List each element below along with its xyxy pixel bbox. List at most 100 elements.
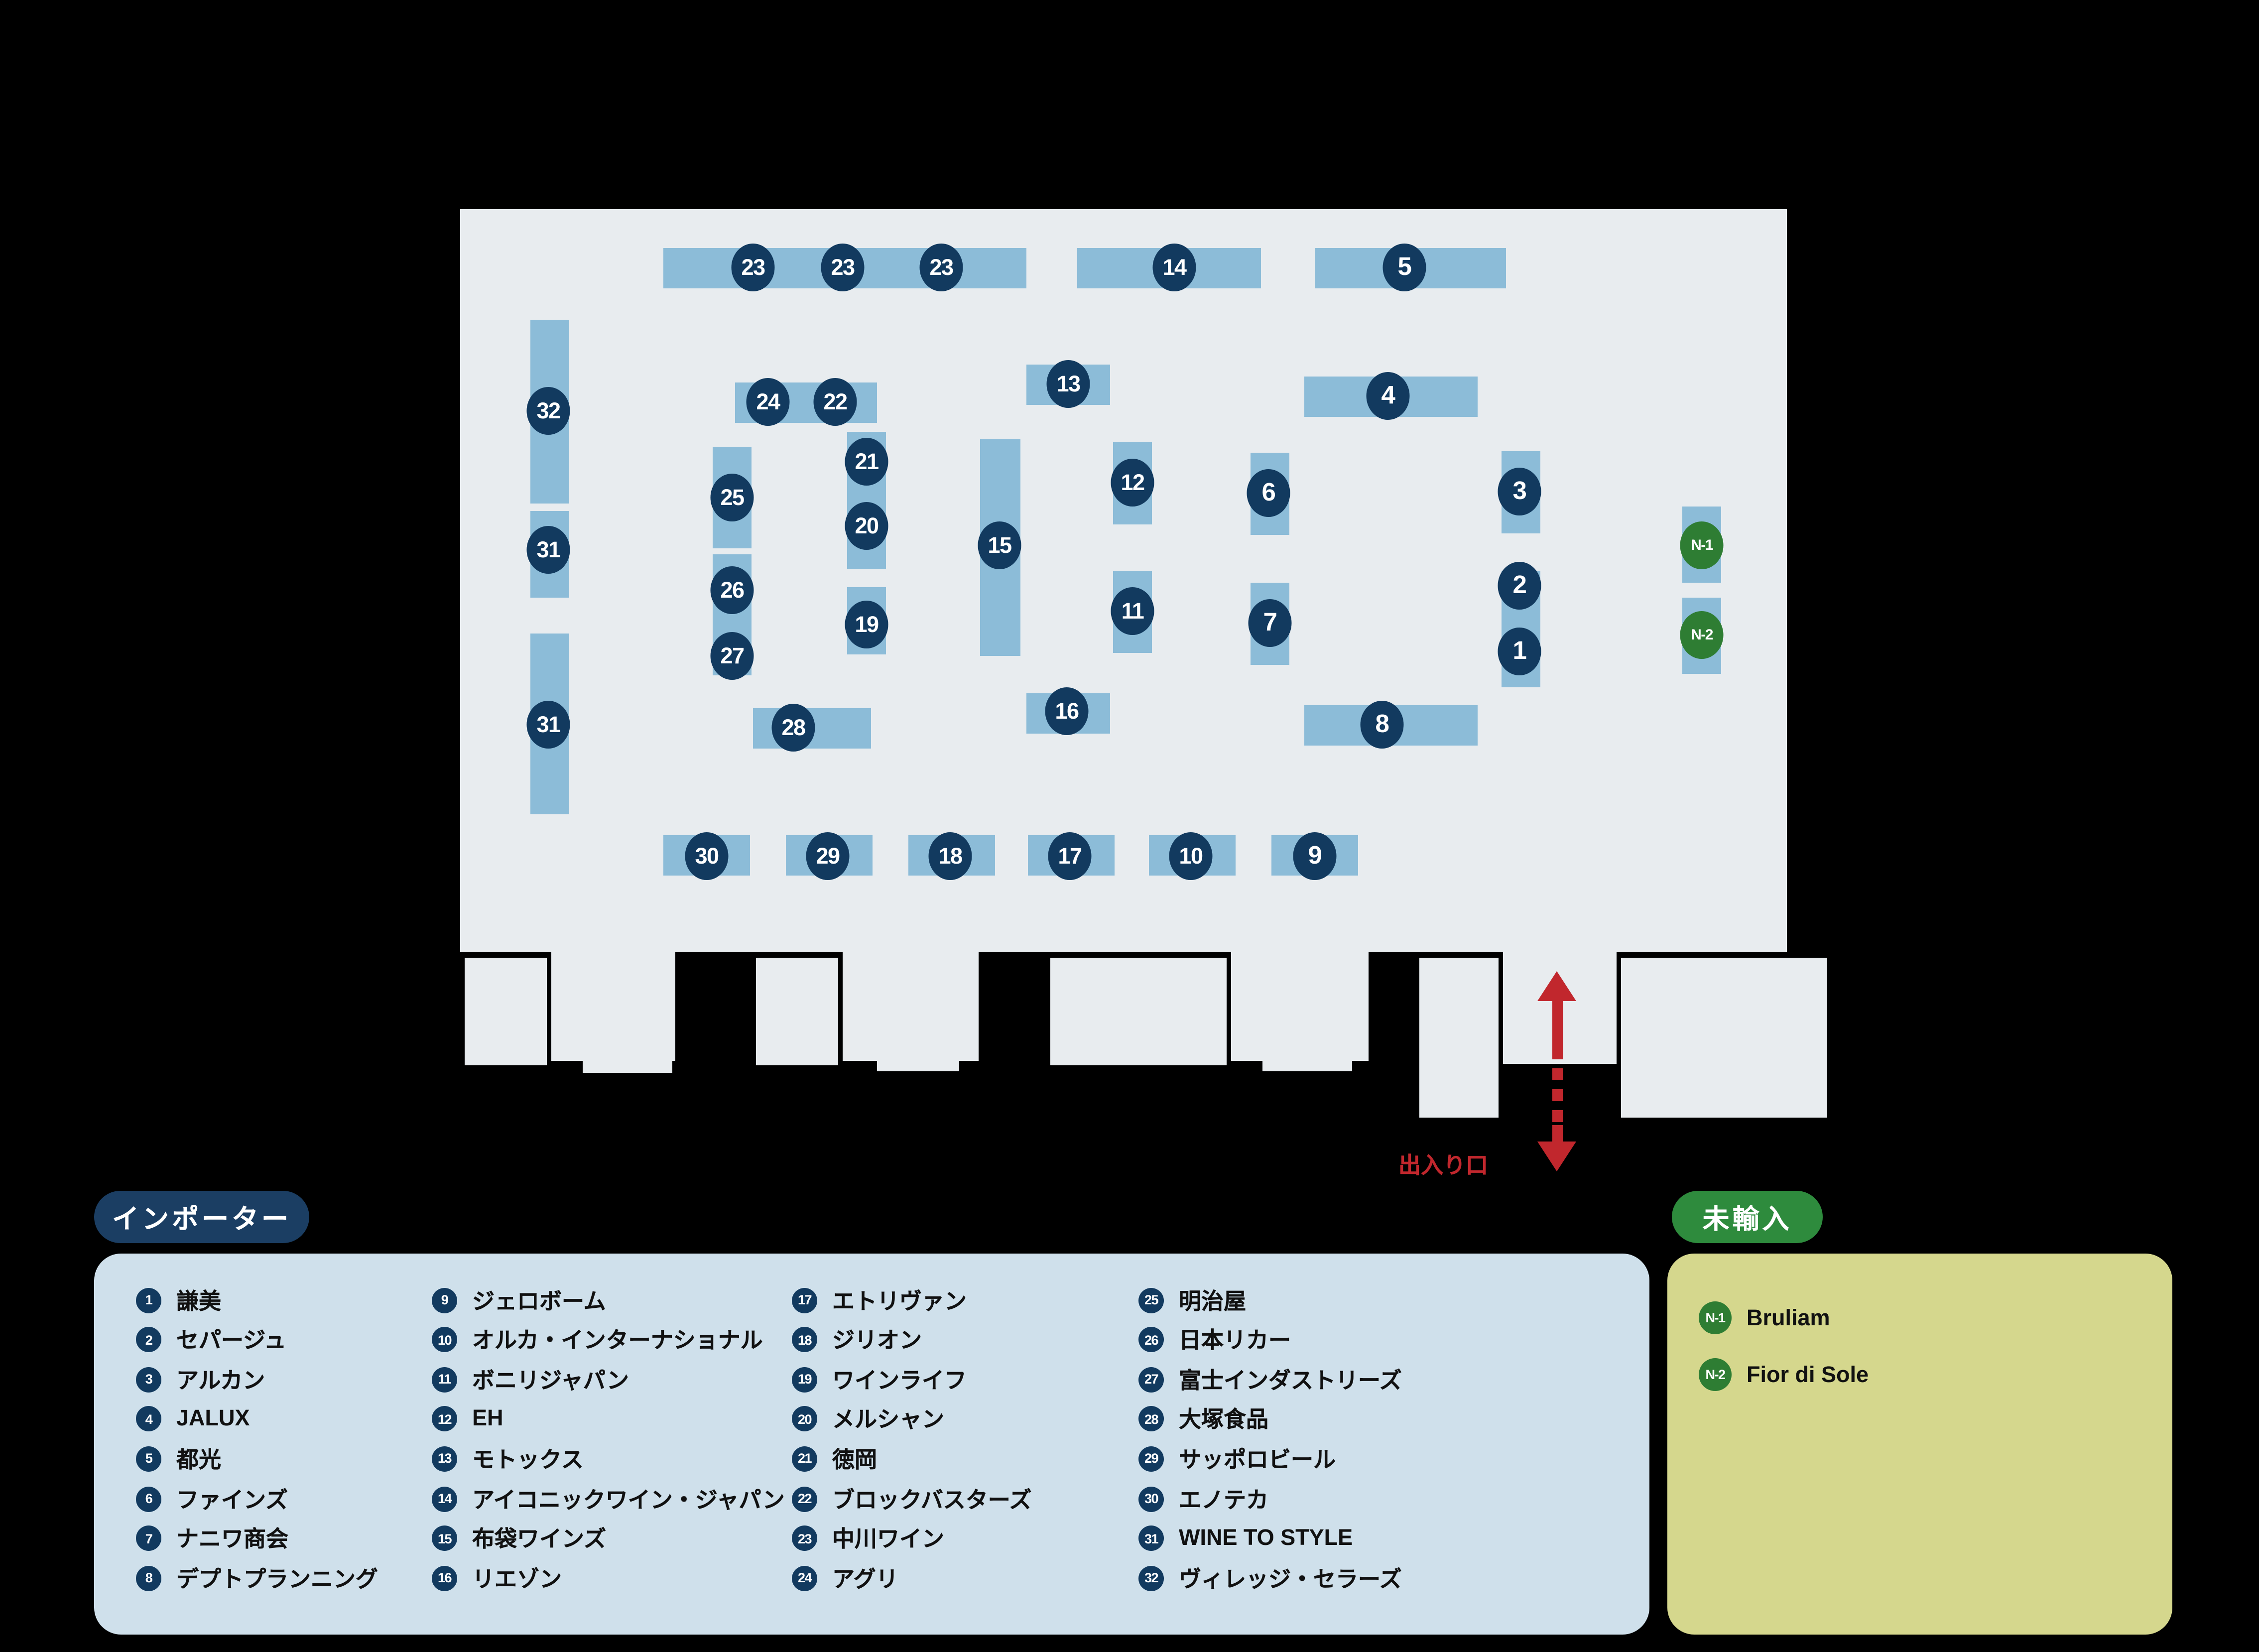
booth-marker-6: 6	[1247, 469, 1290, 517]
legend-item-label: アグリ	[832, 1567, 898, 1593]
legend-item-label: 都光	[176, 1447, 222, 1473]
legend-item-label: 大塚食品	[1179, 1407, 1269, 1433]
legend-item-label: ワインライフ	[832, 1368, 967, 1394]
booth-marker-30: 30	[685, 832, 729, 880]
booth-marker-14: 14	[1152, 244, 1196, 291]
legend-item-6: 6 ファインズ	[136, 1484, 288, 1514]
legend-item-28: 28 大塚食品	[1138, 1404, 1268, 1434]
legend-item-label: アルカン	[176, 1368, 265, 1394]
legend-number-badge: 6	[136, 1486, 161, 1512]
legend-number-badge: 24	[792, 1565, 817, 1591]
legend-number-badge: 14	[432, 1486, 457, 1512]
legend-item-label: デプトプランニング	[176, 1567, 378, 1593]
booth-marker-2: 2	[1498, 562, 1541, 610]
legend-item-17: 17 エトリヴァン	[792, 1285, 967, 1315]
legend-item-26: 26 日本リカー	[1138, 1325, 1291, 1355]
legend-number-badge: 2	[136, 1327, 161, 1353]
legend-item-label: WINE TO STYLE	[1179, 1525, 1353, 1551]
legend-item-label: Fior di Sole	[1747, 1362, 1869, 1388]
booth-marker-19: 19	[845, 601, 888, 648]
legend-item-label: 日本リカー	[1179, 1328, 1291, 1354]
legend-item-label: ジェロボーム	[472, 1288, 606, 1314]
legend-item-label: ファインズ	[176, 1487, 288, 1513]
booth-marker-23: 23	[919, 244, 963, 291]
booth-marker-8: 8	[1360, 701, 1404, 749]
booth-marker-20: 20	[845, 502, 888, 550]
legend-item-2: 2 セパージュ	[136, 1325, 286, 1355]
legend-number-badge: 28	[1138, 1406, 1164, 1432]
legend-item-29: 29 サッポロビール	[1138, 1444, 1336, 1474]
legend-number-badge: N-2	[1699, 1358, 1732, 1391]
legend-number-badge: 22	[792, 1486, 817, 1512]
legend-number-badge: 30	[1138, 1486, 1164, 1512]
booth-marker-1: 1	[1498, 628, 1541, 675]
booth-marker-9: 9	[1293, 832, 1337, 880]
legend-item-label: オルカ・インターナショナル	[472, 1328, 763, 1354]
booth-marker-31: 31	[526, 526, 570, 574]
legend-number-badge: 26	[1138, 1327, 1164, 1353]
legend-number-badge: 18	[792, 1327, 817, 1353]
booth-marker-23: 23	[821, 244, 865, 291]
legend-number-badge: 7	[136, 1525, 161, 1551]
legend-number-badge: 9	[432, 1287, 457, 1313]
legend-number-badge: 19	[792, 1367, 817, 1393]
booth-marker-13: 13	[1046, 360, 1090, 408]
legend-item-label: 中川ワイン	[832, 1527, 945, 1553]
booth-marker-18: 18	[928, 832, 972, 880]
not-imported-legend-box	[1667, 1254, 2172, 1635]
legend-number-badge: 3	[136, 1367, 161, 1393]
booth-marker-24: 24	[746, 378, 790, 426]
booth-marker-10: 10	[1169, 832, 1213, 880]
booth-marker-31: 31	[526, 701, 570, 749]
legend-number-badge: 29	[1138, 1446, 1164, 1472]
legend-number-badge: 1	[136, 1287, 161, 1313]
legend-number-badge: 12	[432, 1406, 457, 1432]
legend-number-badge: 31	[1138, 1525, 1164, 1551]
legend-item-label: ジリオン	[832, 1328, 922, 1354]
booth-marker-27: 27	[710, 632, 754, 680]
legend-number-badge: 32	[1138, 1565, 1164, 1591]
legend-number-badge: 17	[792, 1287, 817, 1313]
legend-item-label: エトリヴァン	[832, 1288, 967, 1314]
booth-marker-12: 12	[1111, 459, 1154, 507]
legend-item-label: セパージュ	[176, 1328, 286, 1354]
legend-number-badge: 10	[432, 1327, 457, 1353]
legend-item-N-2: N-2 Fior di Sole	[1699, 1358, 1869, 1391]
booth-marker-22: 22	[813, 378, 857, 426]
booth-marker-29: 29	[806, 832, 850, 880]
booth-marker-25: 25	[710, 474, 754, 521]
booth-marker-3: 3	[1498, 468, 1541, 515]
legend-item-label: サッポロビール	[1179, 1447, 1336, 1473]
booth-marker-21: 21	[845, 438, 888, 486]
legend-number-badge: 20	[792, 1406, 817, 1432]
legend-item-label: Bruliam	[1747, 1305, 1830, 1331]
booth-marker-7: 7	[1248, 599, 1292, 647]
legend-number-badge: 11	[432, 1367, 457, 1393]
legend-item-20: 20 メルシャン	[792, 1404, 944, 1434]
booth-marker-32: 32	[526, 387, 570, 435]
booth-marker-28: 28	[771, 704, 815, 752]
legend-item-label: ナニワ商会	[176, 1527, 289, 1553]
booth-marker-17: 17	[1048, 832, 1092, 880]
booth-marker-4: 4	[1366, 372, 1410, 420]
legend-item-label: ブロックバスターズ	[832, 1487, 1032, 1513]
legend-item-label: リエゾン	[472, 1567, 562, 1593]
legend-number-badge: 25	[1138, 1287, 1164, 1313]
legend-item-label: メルシャン	[832, 1407, 945, 1433]
legend-item-label: モトックス	[472, 1447, 584, 1473]
legend-item-label: 富士インダストリーズ	[1179, 1368, 1402, 1394]
